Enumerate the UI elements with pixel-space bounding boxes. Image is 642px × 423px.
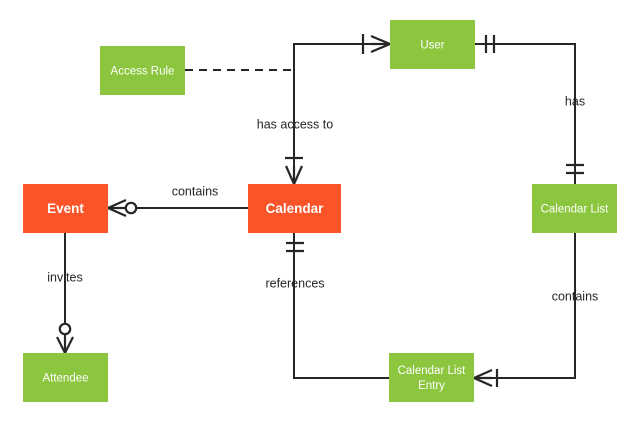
relationship-labels-layer: has access to contains invites has refer…	[47, 94, 598, 303]
entity-calendar-list-entry-box[interactable]	[389, 353, 474, 402]
marker-attendee-top-zero-many	[56, 322, 74, 354]
entity-event-box[interactable]	[23, 184, 108, 233]
marker-user-right-one-one	[484, 35, 496, 53]
entity-user[interactable]: User	[390, 20, 475, 69]
rel-label-contains-list-entry: contains	[552, 289, 599, 303]
entity-access-rule-box[interactable]	[100, 46, 185, 95]
rel-label-invites: invites	[47, 270, 82, 284]
edge-has-access-to[interactable]	[293, 43, 390, 176]
marker-calendar-bottom-one-one	[286, 241, 304, 253]
entity-calendar-list-entry[interactable]: Calendar List Entry	[389, 353, 474, 402]
entity-calendar-list-box[interactable]	[532, 184, 617, 233]
entity-calendar-list[interactable]: Calendar List	[532, 184, 617, 233]
entity-event[interactable]: Event	[23, 184, 108, 233]
marker-calendar-list-top-one-one	[566, 163, 584, 175]
rel-label-has: has	[565, 94, 585, 108]
cardinality-markers-layer	[56, 34, 584, 388]
edge-references[interactable]	[293, 233, 389, 379]
marker-event-right-zero-many	[107, 198, 138, 218]
entity-calendar[interactable]: Calendar	[248, 184, 341, 233]
entity-attendee-box[interactable]	[23, 353, 108, 402]
marker-cle-right-many-one	[473, 368, 499, 388]
edges-layer	[64, 43, 576, 379]
entity-access-rule[interactable]: Access Rule	[100, 46, 185, 95]
entity-calendar-box[interactable]	[248, 184, 341, 233]
rel-label-contains-event-calendar: contains	[172, 184, 219, 198]
entity-attendee[interactable]: Attendee	[23, 353, 108, 402]
edge-has[interactable]	[475, 43, 576, 184]
rel-label-has-access-to: has access to	[257, 117, 333, 131]
marker-user-left-one-many	[361, 34, 391, 54]
rel-label-references: references	[265, 276, 324, 290]
marker-calendar-top-one-many	[284, 156, 304, 185]
entity-user-box[interactable]	[390, 20, 475, 69]
edge-contains-list-entry[interactable]	[474, 233, 576, 379]
